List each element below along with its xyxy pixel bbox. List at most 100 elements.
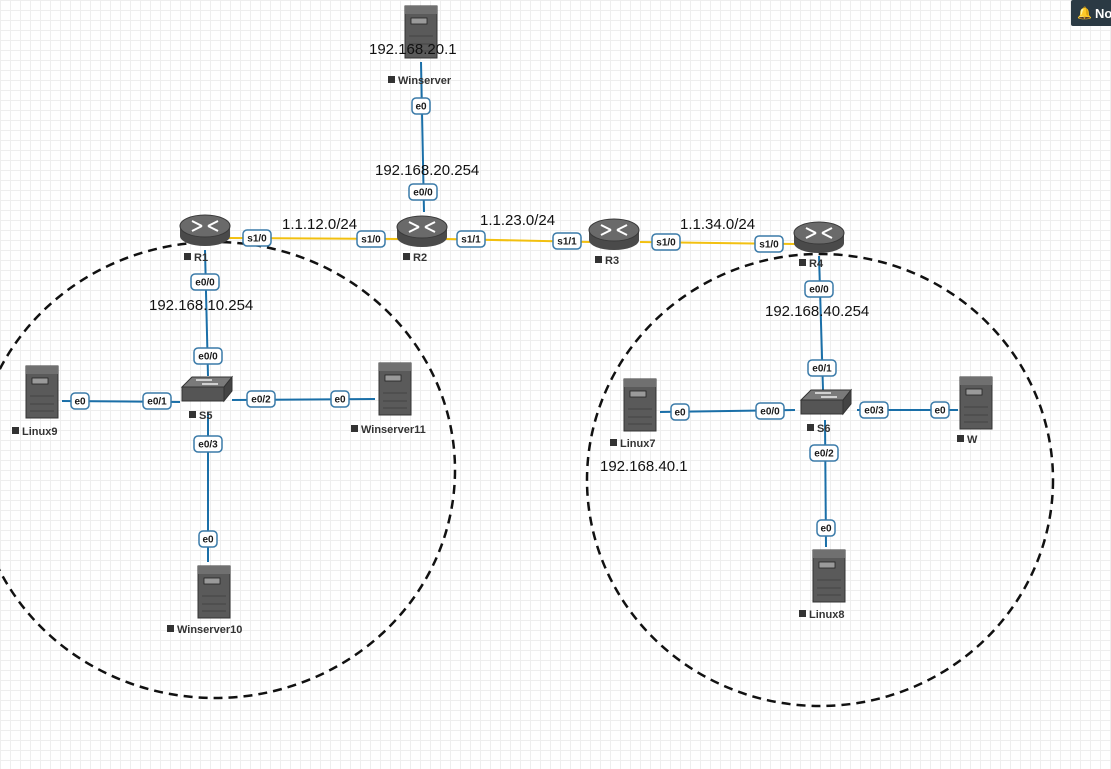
node-r1[interactable] (179, 214, 231, 246)
port-r1-e0-0[interactable]: e0/0 (190, 273, 220, 291)
node-winserver[interactable] (404, 5, 438, 59)
node-linux7[interactable] (623, 378, 657, 432)
svg-text:e0: e0 (415, 102, 427, 113)
node-status-square (957, 435, 964, 442)
svg-text:e0/0: e0/0 (760, 407, 780, 418)
port-r4-e0-0[interactable]: e0/0 (804, 280, 834, 298)
svg-text:s1/1: s1/1 (461, 235, 481, 246)
svg-text:e0: e0 (202, 535, 214, 546)
server-icon (378, 362, 412, 416)
port-w-e0[interactable]: e0 (930, 401, 950, 419)
svg-text:e0: e0 (820, 524, 832, 535)
svg-text:e0/0: e0/0 (198, 352, 218, 363)
port-s5-e0-2[interactable]: e0/2 (246, 390, 276, 408)
svg-text:s1/0: s1/0 (247, 234, 267, 245)
node-r2[interactable] (396, 215, 448, 247)
node-status-square (799, 610, 806, 617)
port-r3-s1-0[interactable]: s1/0 (651, 233, 681, 251)
node-status-square (595, 256, 602, 263)
svg-text:e0/0: e0/0 (809, 285, 829, 296)
svg-text:e0: e0 (674, 408, 686, 419)
node-status-square (12, 427, 19, 434)
node-linux9[interactable] (25, 365, 59, 419)
router-icon (588, 218, 640, 250)
router-icon (793, 221, 845, 253)
ip-linux7: 192.168.40.1 (600, 458, 688, 475)
svg-text:e0/1: e0/1 (812, 364, 832, 375)
port-s6-e0-3[interactable]: e0/3 (859, 401, 889, 419)
server-icon (623, 378, 657, 432)
svg-text:s1/0: s1/0 (361, 235, 381, 246)
node-w[interactable] (959, 376, 993, 430)
switch-icon (799, 388, 853, 416)
server-icon (197, 565, 231, 619)
svg-text:e0/0: e0/0 (195, 278, 215, 289)
net-r2-r3: 1.1.23.0/24 (480, 212, 555, 229)
port-winserver10-e0[interactable]: e0 (198, 530, 218, 548)
port-r4-s1-0[interactable]: s1/0 (754, 235, 784, 253)
node-winserver11[interactable] (378, 362, 412, 416)
port-s6-e0-1[interactable]: e0/1 (807, 359, 837, 377)
port-r2-e0-0[interactable]: e0/0 (408, 183, 438, 201)
port-s5-e0-3[interactable]: e0/3 (193, 435, 223, 453)
node-r4[interactable] (793, 221, 845, 253)
ip-r4-lan: 192.168.40.254 (765, 303, 869, 320)
svg-text:e0/2: e0/2 (814, 449, 834, 460)
svg-text:s1/1: s1/1 (557, 237, 577, 248)
switch-icon (180, 375, 234, 403)
node-label-w: W (967, 434, 978, 446)
svg-text:s1/0: s1/0 (656, 238, 676, 249)
node-linux8[interactable] (812, 549, 846, 603)
node-status-square (807, 424, 814, 431)
lan-right-zone (585, 252, 1055, 708)
node-status-square (351, 425, 358, 432)
port-linux7-e0[interactable]: e0 (670, 403, 690, 421)
node-label-linux8: Linux8 (809, 609, 844, 621)
node-status-square (799, 259, 806, 266)
node-status-square (403, 253, 410, 260)
node-s5[interactable] (180, 375, 234, 403)
port-winserver-e0[interactable]: e0 (411, 97, 431, 115)
net-r3-r4: 1.1.34.0/24 (680, 216, 755, 233)
port-r2-s1-1[interactable]: s1/1 (456, 230, 486, 248)
router-icon (179, 214, 231, 246)
node-s6[interactable] (799, 388, 853, 416)
bell-icon: 🔔 (1077, 6, 1092, 20)
port-s6-e0-2[interactable]: e0/2 (809, 444, 839, 462)
port-s5-e0-0[interactable]: e0/0 (193, 347, 223, 365)
node-winserver10[interactable] (197, 565, 231, 619)
node-label-s5: S5 (199, 410, 212, 422)
server-icon (959, 376, 993, 430)
svg-text:s1/0: s1/0 (759, 240, 779, 251)
node-status-square (610, 439, 617, 446)
notifications-label: Notifications (1094, 5, 1111, 21)
node-label-winserver11: Winserver11 (361, 424, 426, 436)
svg-text:e0/3: e0/3 (198, 440, 218, 451)
port-r3-s1-1[interactable]: s1/1 (552, 232, 582, 250)
port-r1-s1-0[interactable]: s1/0 (242, 229, 272, 247)
node-status-square (184, 253, 191, 260)
ip-winserver: 192.168.20.1 (369, 41, 457, 58)
node-label-winserver: Winserver (398, 75, 452, 87)
node-r3[interactable] (588, 218, 640, 250)
node-label-winserver10: Winserver10 (177, 624, 242, 636)
port-linux9-e0[interactable]: e0 (70, 392, 90, 410)
port-r2-s1-0[interactable]: s1/0 (356, 230, 386, 248)
port-s5-e0-1[interactable]: e0/1 (142, 392, 172, 410)
server-icon (812, 549, 846, 603)
port-winserver11-e0[interactable]: e0 (330, 390, 350, 408)
port-linux8-e0[interactable]: e0 (816, 519, 836, 537)
svg-text:e0/3: e0/3 (864, 406, 884, 417)
svg-text:e0: e0 (934, 406, 946, 417)
node-label-r4: R4 (809, 258, 824, 270)
port-s6-e0-0[interactable]: e0/0 (755, 402, 785, 420)
net-r1-r2: 1.1.12.0/24 (282, 216, 357, 233)
notifications-button[interactable]: 🔔 Notifications (1071, 0, 1111, 26)
ip-r2-lan: 192.168.20.254 (375, 162, 479, 179)
node-label-linux7: Linux7 (620, 438, 655, 450)
node-label-r1: R1 (194, 252, 208, 264)
svg-text:e0/0: e0/0 (413, 188, 433, 199)
node-label-linux9: Linux9 (22, 426, 57, 438)
